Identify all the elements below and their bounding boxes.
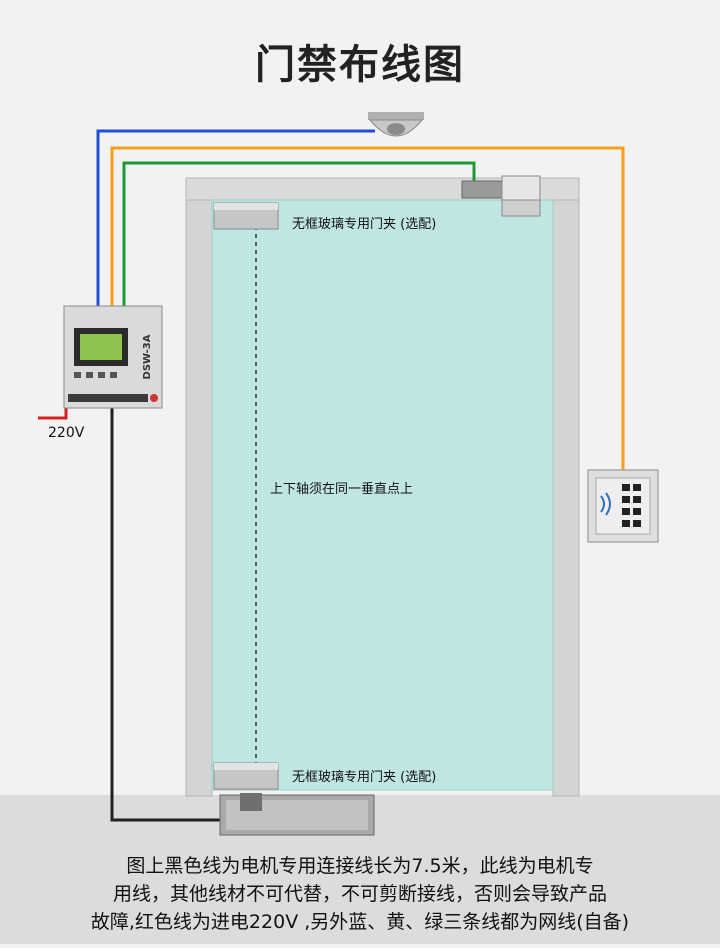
door-frame-right xyxy=(552,177,580,797)
magnetic-lock xyxy=(461,175,541,217)
sensor-dome xyxy=(368,112,424,137)
orange-wire xyxy=(110,146,625,470)
green-wire xyxy=(122,161,476,306)
power-wire xyxy=(38,406,68,420)
footer-note: 图上黑色线为电机专用连接线长为7.5米，此线为电机专 用线，其他线材不可代替，不… xyxy=(40,852,680,936)
power-label: 220V xyxy=(48,425,85,441)
floor-motor xyxy=(219,793,375,836)
door-frame-left xyxy=(185,177,213,797)
footer-line: 用线，其他线材不可代替，不可剪断接线，否则会导致产品 xyxy=(112,883,607,905)
top-clip-label: 无框玻璃专用门夹 (选配) xyxy=(292,217,437,232)
keypad-reader xyxy=(587,469,659,543)
controller-model: DSW-3A xyxy=(142,334,153,379)
top-glass-clip xyxy=(213,202,279,230)
blue-wire xyxy=(96,129,375,306)
bottom-clip-label: 无框玻璃专用门夹 (选配) xyxy=(292,770,437,785)
footer-line: 故障,红色线为进电220V ,另外蓝、黄、绿三条线都为网线(自备) xyxy=(90,911,630,933)
motor-cable xyxy=(110,408,220,822)
axis-note: 上下轴须在同一垂直点上 xyxy=(270,482,414,497)
glass-door xyxy=(211,199,554,791)
bottom-glass-clip xyxy=(213,762,279,790)
footer-line: 图上黑色线为电机专用连接线长为7.5米，此线为电机专 xyxy=(126,855,594,877)
page-title: 门禁布线图 xyxy=(255,42,465,88)
controller-box xyxy=(63,305,163,409)
